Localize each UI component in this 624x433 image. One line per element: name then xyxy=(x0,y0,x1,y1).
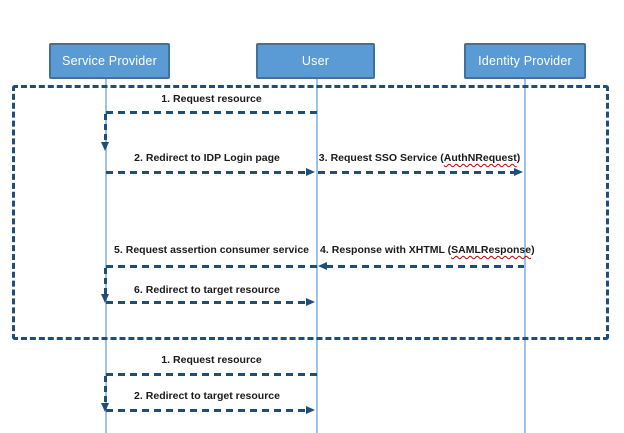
message-number: 2. xyxy=(134,152,143,164)
message-label-6: 6.Redirect to target resource xyxy=(106,283,308,297)
actor-service-provider: Service Provider xyxy=(49,43,170,79)
message-number: 3. xyxy=(318,152,328,164)
actor-label: Service Provider xyxy=(62,54,157,68)
message-text: Redirect to IDP Login page xyxy=(145,152,280,164)
message-line-1 xyxy=(106,111,317,114)
message-label-3: 3.Request SSO Service (AuthNRequest) xyxy=(317,151,522,165)
message-text: Redirect to target resource xyxy=(145,390,280,402)
message-number: 1. xyxy=(161,93,171,105)
sso-flow-boundary xyxy=(12,85,609,340)
followup-message-label-2: 2.Redirect to target resource xyxy=(106,389,308,403)
arrowhead-right-icon xyxy=(306,406,315,414)
message-line-4 xyxy=(326,265,524,268)
message-label-2: 2.Redirect to IDP Login page xyxy=(106,151,308,165)
followup-message-label-1: 1.Request resource xyxy=(106,353,317,367)
message-text: Redirect to target resource xyxy=(145,284,280,296)
arrowhead-right-icon xyxy=(514,168,523,176)
lifeline-identity-provider xyxy=(524,79,526,433)
message-text: Response with XHTML ( xyxy=(331,244,452,256)
arrowhead-down-icon xyxy=(101,403,109,412)
message-elbow-1 xyxy=(104,114,107,142)
arrowhead-right-icon xyxy=(306,298,315,306)
message-number: 6. xyxy=(134,284,143,296)
flagged-word: SAMLResponse xyxy=(451,244,532,256)
lifeline-user xyxy=(316,79,318,433)
followup-message-elbow-1 xyxy=(104,376,107,403)
message-number: 2. xyxy=(134,390,143,402)
arrowhead-right-icon xyxy=(306,168,315,176)
flagged-word: AuthNRequest xyxy=(443,152,517,164)
message-label-4: 4.Response with XHTML (SAMLResponse) xyxy=(320,243,535,257)
lifeline-service-provider xyxy=(105,79,107,433)
followup-message-line-2 xyxy=(106,409,307,412)
message-label-5: 5.Request assertion consumer service xyxy=(106,243,317,257)
arrowhead-down-icon xyxy=(101,294,109,303)
message-label-1: 1.Request resource xyxy=(106,92,317,106)
message-text-after: ) xyxy=(516,152,521,164)
message-number: 1. xyxy=(161,354,171,366)
actor-label: Identity Provider xyxy=(478,54,572,68)
message-line-3 xyxy=(318,171,516,174)
actor-label: User xyxy=(301,54,330,68)
message-number: 4. xyxy=(320,244,329,256)
followup-message-line-1 xyxy=(106,373,317,376)
message-line-2 xyxy=(106,171,307,174)
message-text: Request resource xyxy=(173,93,262,105)
message-number: 5. xyxy=(113,244,123,256)
message-line-5 xyxy=(106,265,317,268)
message-text: Request SSO Service ( xyxy=(330,152,444,164)
arrowhead-left-icon xyxy=(318,262,327,270)
message-elbow-5 xyxy=(104,268,107,294)
arrowhead-down-icon xyxy=(101,142,109,151)
message-text: Request resource xyxy=(173,354,262,366)
actor-user: User xyxy=(256,43,375,79)
message-text: Request assertion consumer service xyxy=(125,244,309,256)
message-text-after: ) xyxy=(531,244,535,256)
actor-identity-provider: Identity Provider xyxy=(464,43,586,79)
message-line-6 xyxy=(106,301,307,304)
